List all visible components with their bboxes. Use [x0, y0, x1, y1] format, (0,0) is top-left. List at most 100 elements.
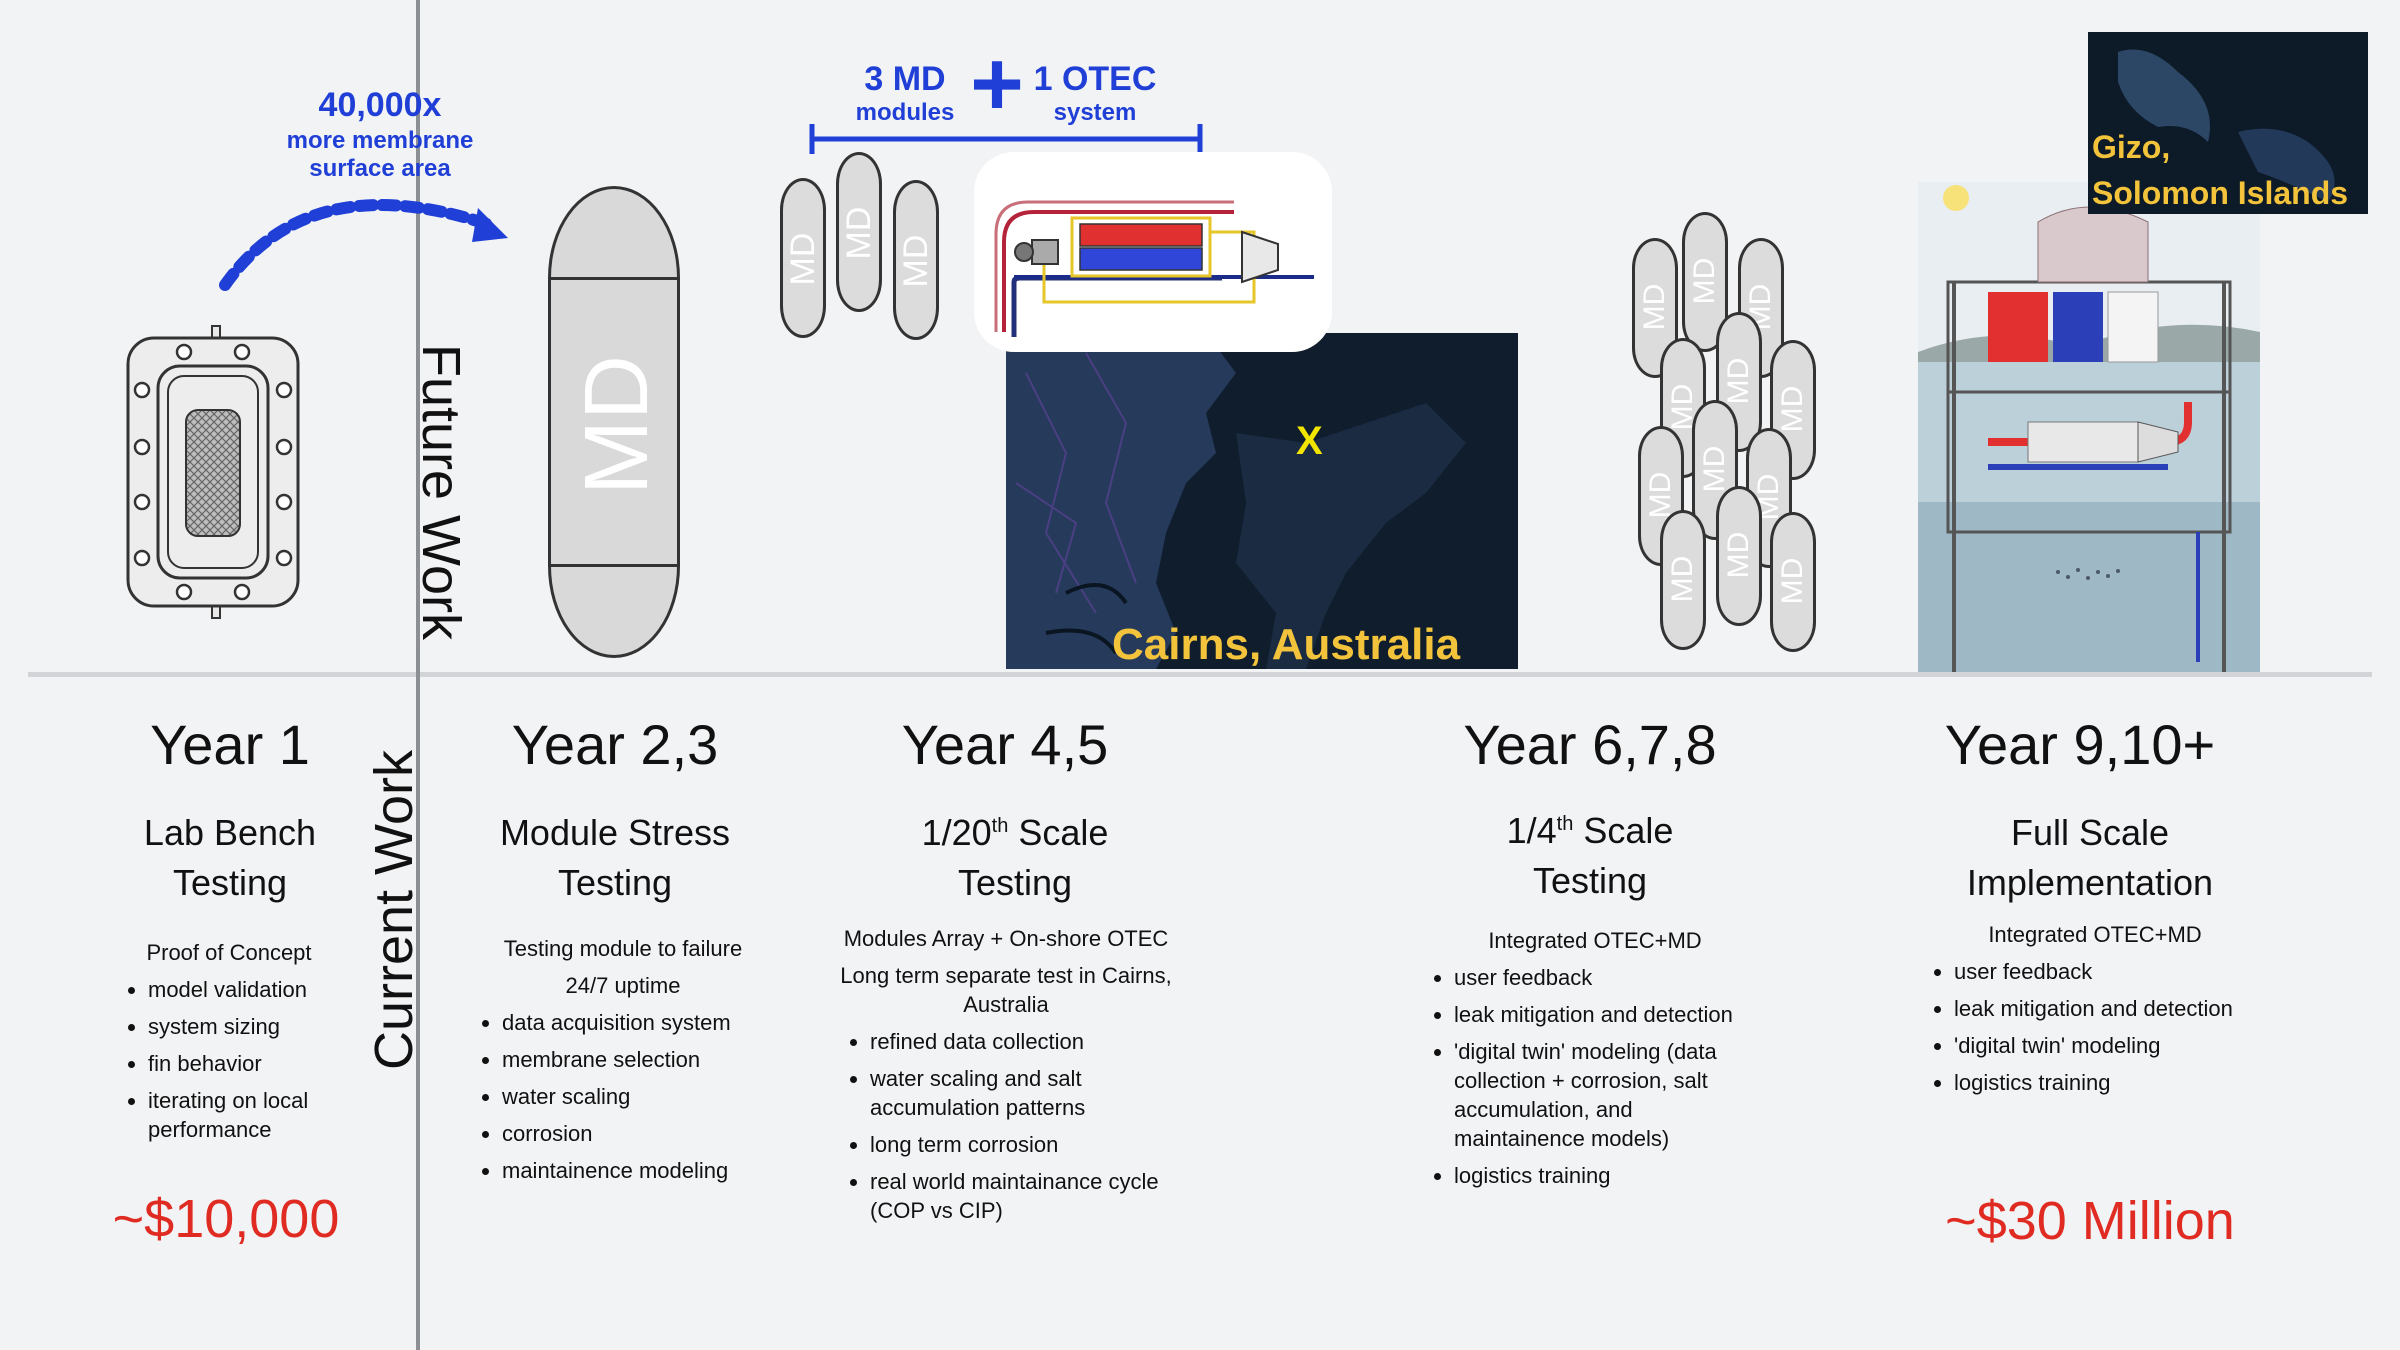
stage-4-details: Integrated OTEC+MD user feedback leak mi…: [1430, 926, 1760, 1198]
lab-bench-cell-icon: [126, 325, 300, 619]
stage-5-phase-line1: Full Scale: [2010, 812, 2170, 853]
stage-4-scale-word: Scale: [1573, 810, 1674, 851]
current-future-divider: [416, 0, 420, 1350]
array-module: MD: [1716, 486, 1762, 626]
gizo-label-line1: Gizo,: [2092, 129, 2171, 165]
module-label: MD: [1638, 283, 1671, 331]
stage-1-year: Year 1: [150, 713, 310, 776]
stage-4-fraction: 1/4: [1506, 810, 1557, 851]
stage-2-header-1: Testing module to failure: [503, 936, 743, 961]
md-module-small-3: MD: [893, 180, 939, 340]
md-module-small-1: MD: [780, 178, 826, 338]
stage-2-details: Testing module to failure 24/7 uptime da…: [478, 934, 768, 1193]
gizo-label: Gizo, Solomon Islands: [2092, 124, 2348, 214]
bullet-item: model validation: [148, 975, 334, 1004]
stage-3-header-2: Long term separate test in Cairns, Austr…: [840, 963, 1172, 1018]
bullet-item: refined data collection: [870, 1027, 1176, 1056]
stage-5-year: Year 9,10+: [1944, 713, 2216, 776]
module-label: MD: [1776, 557, 1809, 605]
cairns-location-marker: X: [1296, 419, 1323, 463]
bullet-item: logistics training: [1454, 1161, 1760, 1190]
growth-arrow: [219, 199, 508, 291]
gizo-map: Gizo, Solomon Islands: [2088, 32, 2368, 214]
bullet-item: maintainence modeling: [502, 1156, 768, 1185]
stage-4-header: Integrated OTEC+MD: [1488, 928, 1702, 953]
stage-5-cost: ~$30 Million: [1945, 1191, 2235, 1251]
stage-2-header-2: 24/7 uptime: [565, 973, 681, 999]
array-module: MD: [1660, 510, 1706, 650]
stage-2-phase: Module Stress Testing: [470, 808, 760, 907]
module-label: MD: [1666, 555, 1699, 603]
stage-1-phase-line2: Testing: [172, 861, 288, 903]
stage-2-bullets: data acquisition system membrane selecti…: [478, 1008, 768, 1185]
bullet-item: logistics training: [1954, 1068, 2260, 1097]
bullet-item: 'digital twin' modeling (data collection…: [1454, 1037, 1760, 1153]
stage-5-bullets: user feedback leak mitigation and detect…: [1930, 957, 2260, 1097]
stage-2-phase-line1: Module Stress: [499, 812, 731, 853]
cairns-coastline: [1006, 333, 1466, 669]
otec-system-card: [974, 152, 1332, 352]
area-factor: 40,000x: [318, 86, 442, 124]
array-module: MD: [1632, 238, 1678, 378]
current-work-label: Current Work: [364, 749, 424, 1071]
stage-1-cost: ~$10,000: [112, 1189, 340, 1249]
bullet-item: user feedback: [1454, 963, 1760, 992]
array-module: MD: [1770, 512, 1816, 652]
bullet-item: system sizing: [148, 1012, 334, 1041]
stage-3-phase-line2: Testing: [957, 861, 1073, 903]
module-label: MD: [897, 234, 935, 288]
gizo-island-shape: [2118, 49, 2335, 202]
stage-4-phase-line2: Testing: [1532, 859, 1648, 901]
stage-3-phase: 1/20th Scale Testing: [865, 808, 1165, 907]
otec-count-annotation: 1 OTEC system: [1025, 60, 1165, 127]
stage-5-header: Integrated OTEC+MD: [1988, 922, 2202, 947]
stage-5-details: Integrated OTEC+MD user feedback leak mi…: [1930, 920, 2260, 1105]
md-count: 3 MD: [864, 60, 946, 98]
bullet-item: long term corrosion: [870, 1130, 1176, 1159]
stage-4-ordinal: th: [1556, 813, 1574, 835]
bullet-item: 'digital twin' modeling: [1954, 1031, 2260, 1060]
stage-3-phase-line1: 1/20th Scale: [865, 808, 1165, 858]
plus-sign: +: [970, 33, 1024, 135]
module-label: MD: [1722, 531, 1755, 579]
full-scale-platform-diagram: [1918, 182, 2260, 672]
md-module-array: MD MD MD MD MD MD MD MD MD MD MD MD: [1620, 208, 1850, 678]
gizo-label-line2: Solomon Islands: [2092, 175, 2349, 211]
cairns-map: X Cairns, Australia: [1006, 333, 1518, 669]
stage-4-year: Year 6,7,8: [1463, 713, 1717, 776]
stage-3-fraction: 1/20: [921, 812, 992, 853]
stage-3-ordinal: th: [991, 815, 1009, 837]
area-text-1: more membrane: [286, 127, 474, 154]
stage-3-header-1: Modules Array + On-shore OTEC: [843, 926, 1169, 951]
bullet-item: water scaling and salt accumulation patt…: [870, 1064, 1176, 1122]
stage-2-year: Year 2,3: [511, 713, 719, 776]
stage-4-bullets: user feedback leak mitigation and detect…: [1430, 963, 1760, 1190]
stage-3-scale-word: Scale: [1008, 812, 1109, 853]
bullet-item: membrane selection: [502, 1045, 768, 1074]
large-md-module: MD: [548, 186, 680, 658]
future-work-label: Future Work: [411, 343, 471, 641]
stage-1-bullets: model validation system sizing fin behav…: [124, 975, 334, 1144]
bullet-item: fin behavior: [148, 1049, 334, 1078]
area-text-2: surface area: [309, 155, 451, 182]
md-module-small-2: MD: [836, 152, 882, 312]
bullet-item: iterating on local performance: [148, 1086, 334, 1144]
module-label: MD: [784, 232, 822, 286]
stage-4-phase-line1: 1/4th Scale: [1440, 806, 1740, 856]
bullet-item: leak mitigation and detection: [1454, 1000, 1760, 1029]
otec-count: 1 OTEC: [1033, 60, 1157, 98]
module-label: MD: [840, 206, 878, 260]
stage-3-bullets: refined data collection water scaling an…: [836, 1027, 1176, 1225]
stage-4-phase: 1/4th Scale Testing: [1440, 806, 1740, 905]
stage-5-phase-line2: Implementation: [1966, 861, 2214, 903]
bullet-item: leak mitigation and detection: [1954, 994, 2260, 1023]
otec-system-diagram: [994, 200, 1314, 337]
md-unit: modules: [855, 99, 955, 126]
cairns-label: Cairns, Australia: [1112, 620, 1461, 669]
stage-5-phase: Full Scale Implementation: [1910, 808, 2270, 907]
md-count-annotation: 3 MD modules: [830, 60, 980, 127]
stage-3-year: Year 4,5: [901, 713, 1109, 776]
stage-1-phase-line1: Lab Bench: [143, 812, 317, 853]
bullet-item: water scaling: [502, 1082, 768, 1111]
timeline-axis: [28, 672, 2372, 677]
